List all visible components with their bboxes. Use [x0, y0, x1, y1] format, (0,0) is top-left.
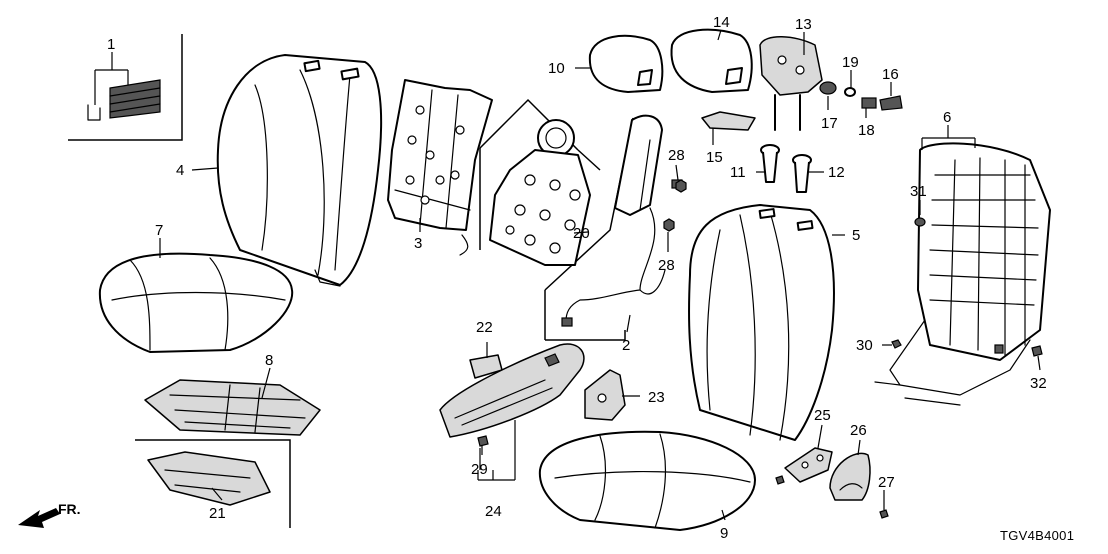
callout-1: 1	[107, 36, 115, 53]
part-11-headrest-guide	[760, 144, 780, 183]
callout-31: 31	[910, 183, 927, 200]
part-5-seat-back-trim	[688, 204, 835, 441]
callout-20: 20	[573, 225, 590, 242]
part-16-screw	[879, 95, 903, 111]
callout-8: 8	[265, 352, 273, 369]
callout-21: 21	[209, 505, 226, 522]
part-17-knob	[819, 81, 837, 95]
part-1-clips	[87, 79, 161, 121]
part-13-headrest-frame	[759, 36, 823, 131]
callout-labels: 1 2 3 4 5 6 7 8 9 10 11 12 13 14 15 16 1…	[107, 14, 1047, 542]
callout-24: 24	[485, 503, 502, 520]
part-8-cushion-pad	[144, 379, 321, 436]
part-25-recliner-hinge	[775, 447, 833, 485]
part-23-inner-cover	[584, 369, 626, 421]
callout-27: 27	[878, 474, 895, 491]
callout-11: 11	[730, 164, 746, 181]
callout-16: 16	[882, 66, 899, 83]
part-24-side-trim	[439, 343, 585, 438]
part-20-back-heater	[489, 119, 591, 266]
part-12-headrest-guide-lock	[792, 154, 812, 193]
callout-23: 23	[648, 389, 665, 406]
callout-22: 22	[476, 319, 493, 336]
section-dividers	[68, 34, 634, 528]
part-30-nut	[891, 339, 902, 349]
part-26-recliner-cover	[829, 452, 871, 501]
callout-30: 30	[856, 337, 873, 354]
part-31-clip	[914, 217, 926, 227]
callout-15: 15	[706, 149, 723, 166]
part-18-spring	[861, 97, 877, 109]
callout-32: 32	[1030, 375, 1047, 392]
callout-4: 4	[176, 162, 184, 179]
part-19-washer	[844, 87, 856, 97]
callout-19: 19	[842, 54, 859, 71]
part-3-back-pad	[387, 79, 493, 256]
callout-2: 2	[622, 337, 630, 354]
callout-5: 5	[852, 227, 860, 244]
callout-28a: 28	[668, 147, 685, 164]
part-2-side-airbag-harness	[561, 114, 683, 327]
callout-17: 17	[821, 115, 838, 132]
callout-14: 14	[713, 14, 730, 31]
callout-10: 10	[548, 60, 565, 77]
callout-13: 13	[795, 16, 812, 33]
part-32-bolt	[1031, 345, 1043, 357]
part-9-cushion-trim	[538, 430, 756, 531]
callout-26: 26	[850, 422, 867, 439]
front-direction-arrow-icon	[18, 508, 60, 528]
callout-9: 9	[720, 525, 728, 542]
callout-25: 25	[814, 407, 831, 424]
part-14-headrest	[670, 28, 753, 93]
part-29-clip	[477, 435, 489, 447]
callout-3: 3	[414, 235, 422, 252]
part-6-seat-back-frame	[874, 142, 1051, 406]
part-7-seat-cushion-cover	[98, 252, 294, 353]
part-15-bracket	[701, 111, 756, 131]
front-direction-label: FR.	[58, 501, 81, 517]
part-27-screw	[879, 509, 889, 519]
part-28-nuts	[663, 179, 687, 232]
callout-29: 29	[471, 461, 488, 478]
drawing-code: TGV4B4001	[1000, 528, 1074, 543]
callout-7: 7	[155, 222, 163, 239]
part-21-cushion-pad-lower	[147, 451, 271, 506]
callout-18: 18	[858, 122, 875, 139]
leader-lines	[94, 29, 1041, 521]
callout-28b: 28	[658, 257, 675, 274]
part-4-seat-back-cover	[216, 54, 383, 287]
part-10-headrest-cover	[588, 34, 664, 93]
callout-12: 12	[828, 164, 845, 181]
callout-6: 6	[943, 109, 951, 126]
